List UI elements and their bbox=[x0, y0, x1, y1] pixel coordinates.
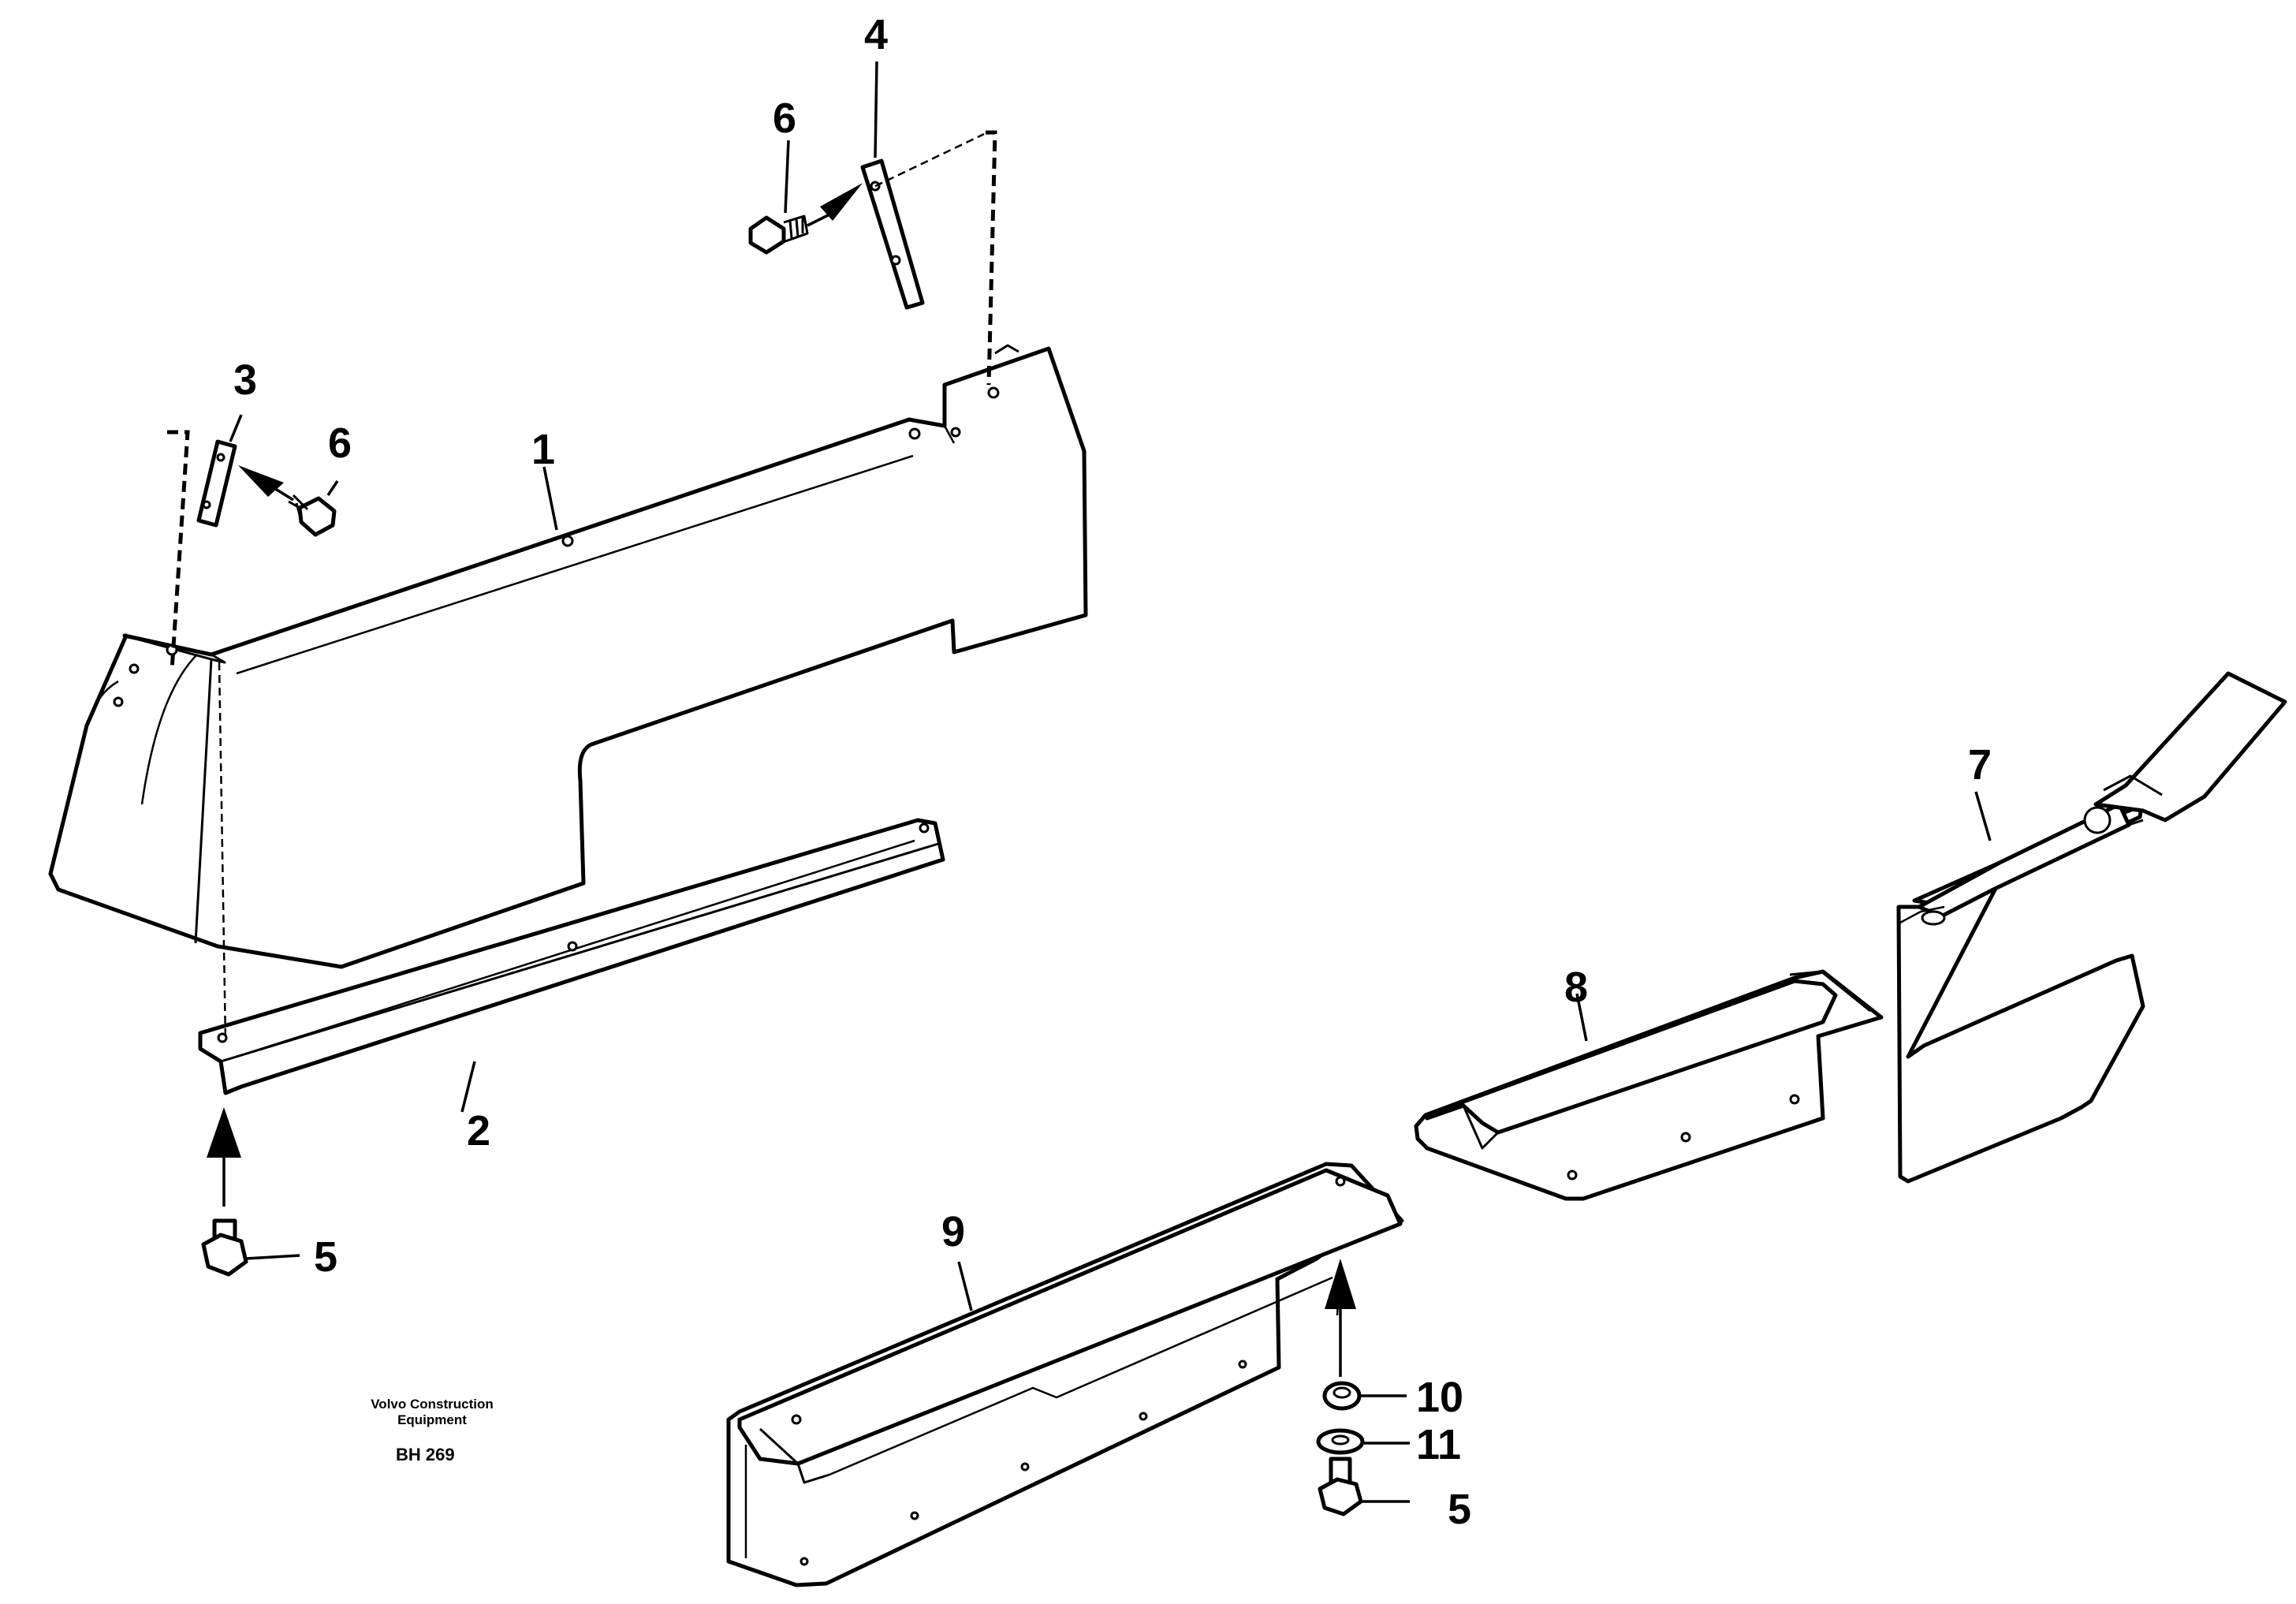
callout-3: 3 bbox=[233, 356, 257, 404]
part-3-bracket bbox=[196, 439, 237, 528]
part-9-cover bbox=[726, 1162, 1404, 1587]
callout-4: 4 bbox=[864, 11, 888, 58]
part-4-bracket bbox=[860, 159, 925, 310]
callout-5-right: 5 bbox=[1448, 1486, 1471, 1533]
part-2-lower-rail bbox=[198, 818, 945, 1095]
callout-6-left: 6 bbox=[328, 420, 352, 467]
drawing-code: BH 269 bbox=[396, 1445, 455, 1464]
caption-company-line2: Equipment bbox=[397, 1412, 467, 1427]
part-1-side-cover bbox=[48, 344, 1088, 969]
callout-5-left: 5 bbox=[314, 1233, 337, 1281]
caption-company: Volvo Construction bbox=[371, 1397, 494, 1412]
callout-1: 1 bbox=[531, 426, 555, 473]
fastener-stack-right bbox=[1316, 1259, 1365, 1516]
bolt-6-upper bbox=[748, 132, 985, 255]
callout-2: 2 bbox=[467, 1107, 490, 1155]
callout-9: 9 bbox=[941, 1208, 965, 1255]
callout-10: 10 bbox=[1416, 1374, 1463, 1421]
bolt-6-left bbox=[238, 465, 337, 537]
part-8-cover bbox=[1414, 969, 1884, 1201]
callout-11: 11 bbox=[1416, 1421, 1461, 1468]
part-7-cover bbox=[1896, 671, 2287, 1184]
callout-7: 7 bbox=[1968, 741, 1992, 789]
callout-6-upper: 6 bbox=[773, 95, 796, 142]
callout-8: 8 bbox=[1564, 964, 1588, 1011]
callout-leaders bbox=[229, 61, 1992, 1503]
bolt-5-left bbox=[201, 1107, 248, 1277]
